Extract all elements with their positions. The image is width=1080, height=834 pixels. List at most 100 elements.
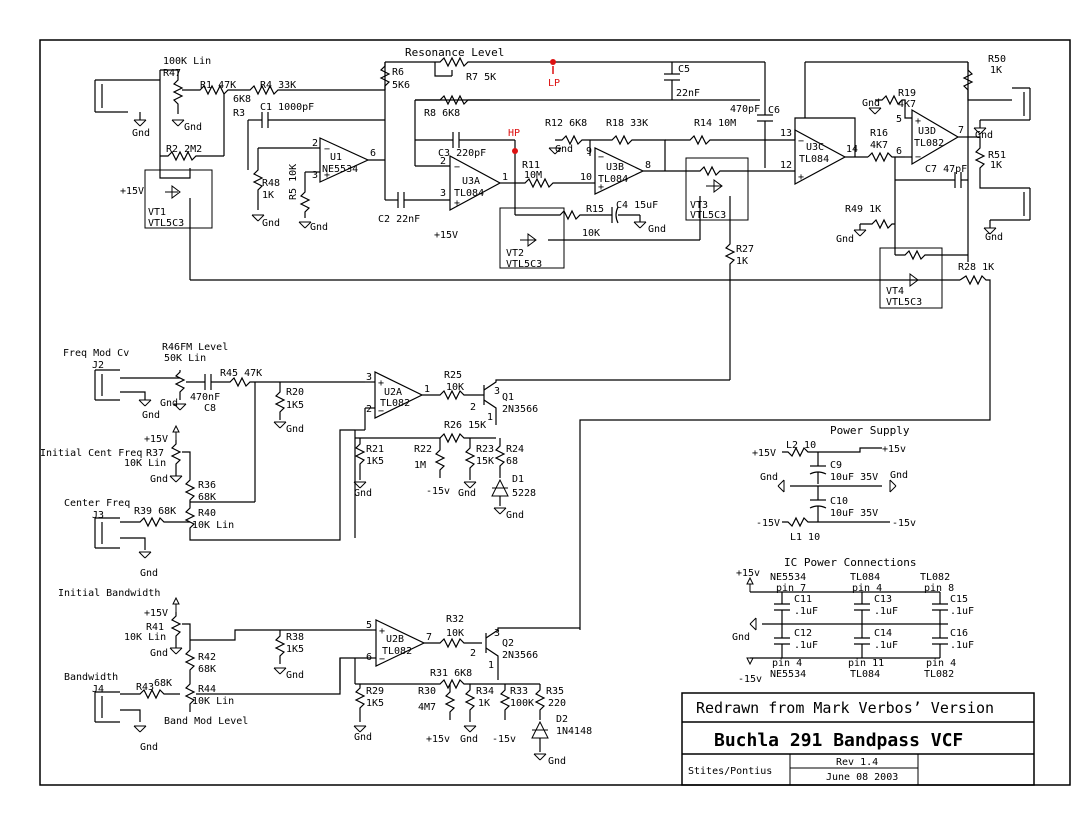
u1-pin3: 3 xyxy=(312,170,318,181)
ic-tl084-b: TL084 xyxy=(850,669,880,680)
r36-ref: R36 xyxy=(198,480,216,491)
u2a-pin3: 3 xyxy=(366,372,372,383)
u3c-opamp xyxy=(794,128,847,186)
gnd-label-20: Gnd xyxy=(140,742,158,753)
r51-ref: R51 xyxy=(988,150,1006,161)
q1-pin3: 3 xyxy=(494,386,500,397)
r15-value: 10K xyxy=(582,228,600,239)
u2b-plus: + xyxy=(379,626,385,637)
r20-value: 1K5 xyxy=(286,400,304,411)
u3d-type: TL082 xyxy=(914,138,944,149)
q2-pin2: 2 xyxy=(470,648,476,659)
r26-label: R26 15K xyxy=(444,420,486,431)
r48-value: 1K xyxy=(262,190,274,201)
gnd-label-5: Gnd xyxy=(555,144,573,155)
u2a-pin2: 2 xyxy=(366,404,372,415)
c14-ref: C14 xyxy=(874,628,892,639)
r33-ref: R33 xyxy=(510,686,528,697)
r40-ref: R40 xyxy=(198,508,216,519)
r6-value: 5K6 xyxy=(392,80,410,91)
r46-value: 50K Lin xyxy=(164,353,206,364)
gnd-label-6: Gnd xyxy=(648,224,666,235)
r50-ref: R50 xyxy=(988,54,1006,65)
ic-tl082: TL082 xyxy=(920,572,950,583)
drawing-frame xyxy=(39,39,1071,786)
r38-value: 1K5 xyxy=(286,644,304,655)
q2-ref: Q2 xyxy=(502,638,514,649)
drawing-date: June 08 2003 xyxy=(826,772,898,783)
r15-ref: R15 xyxy=(586,204,604,215)
gnd-label-2: Gnd xyxy=(184,122,202,133)
r45-label: R45 47K xyxy=(220,368,262,379)
ic-gnd: Gnd xyxy=(732,632,750,643)
gnd-label-22: Gnd xyxy=(354,732,372,743)
r18-label: R18 33K xyxy=(606,118,648,129)
u3a-opamp xyxy=(449,154,502,212)
gnd-label-9: Gnd xyxy=(975,130,993,141)
c11-value: .1uF xyxy=(794,606,818,617)
vt3-ref: VT3 xyxy=(690,200,708,211)
c4-label: C4 15uF xyxy=(616,200,658,211)
r24-value: 68 xyxy=(506,456,518,467)
u1-plus: + xyxy=(324,170,330,181)
u3b-ref: U3B xyxy=(606,162,624,173)
u2b-type: TL082 xyxy=(382,646,412,657)
c3-label: C3 220pF xyxy=(438,148,486,159)
r34-value: 1K xyxy=(478,698,490,709)
r11-value: 10M xyxy=(524,170,542,181)
plus15-vt2: +15V xyxy=(434,230,458,241)
r44-value: 10K Lin xyxy=(192,696,234,707)
u3d-pin6: 6 xyxy=(896,146,902,157)
d1-type: 5228 xyxy=(512,488,536,499)
u1-opamp xyxy=(319,137,370,183)
frequency-control: Freq Mod Cv J2 Gnd R46FM Level 50K Lin G… xyxy=(40,342,730,579)
gnd-label-15: Gnd xyxy=(458,488,476,499)
gnd-label-19: Gnd xyxy=(150,648,168,659)
center-freq-label: Center Freq xyxy=(64,498,130,509)
ic-tl084-pin11: pin 11 xyxy=(848,658,884,669)
ps-plus15-out: +15v xyxy=(882,444,906,455)
u2a-ref: U2A xyxy=(384,387,402,398)
r47-ref: R47 xyxy=(163,68,181,79)
r16-value: 4K7 xyxy=(870,140,888,151)
ps-minus15-out: -15v xyxy=(892,518,916,529)
ic-minus15: -15v xyxy=(738,674,762,685)
r39-label: R39 68K xyxy=(134,506,176,517)
u2b-pin6: 6 xyxy=(366,652,372,663)
vt4-ref: VT4 xyxy=(886,286,904,297)
r20-ref: R20 xyxy=(286,387,304,398)
r2-label: R2 2M2 xyxy=(166,144,202,155)
c5-value: 22nF xyxy=(676,88,700,99)
u3b-type: TL084 xyxy=(598,174,628,185)
r48-ref: R48 xyxy=(262,178,280,189)
c2-label: C2 22nF xyxy=(378,214,420,225)
u3b-minus: − xyxy=(598,152,604,163)
r14-label: R14 10M xyxy=(694,118,736,129)
ic-tl082-b: TL082 xyxy=(924,669,954,680)
r50-value: 1K xyxy=(990,65,1002,76)
c16-value: .1uF xyxy=(950,640,974,651)
u3a-type: TL084 xyxy=(454,188,484,199)
u2a-plus: + xyxy=(378,378,384,389)
r8-label: R8 6K8 xyxy=(424,108,460,119)
r23-value: 15K xyxy=(476,456,494,467)
u3c-ref: U3C xyxy=(806,142,824,153)
ps-plus15-in: +15V xyxy=(752,448,776,459)
gnd-label-23: Gnd xyxy=(460,734,478,745)
u3d-pin7: 7 xyxy=(958,125,964,136)
r49-label: R49 1K xyxy=(845,204,881,215)
c10-ref: C10 xyxy=(830,496,848,507)
ps-gnd-in: Gnd xyxy=(760,472,778,483)
gnd-label-21: Gnd xyxy=(286,670,304,681)
j2-label: J2 xyxy=(92,360,104,371)
r37-value: 10K Lin xyxy=(124,458,166,469)
plus15v-label: +15v xyxy=(426,734,450,745)
u3a-pin3: 3 xyxy=(440,188,446,199)
gnd-label-3: Gnd xyxy=(262,218,280,229)
c6-ref: C6 xyxy=(768,105,780,116)
r5-label: R5 10K xyxy=(288,164,299,200)
u3b-plus: + xyxy=(598,182,604,193)
lp-label: LP xyxy=(548,78,560,89)
lp-node xyxy=(550,59,556,65)
freq-mod-cv-label: Freq Mod Cv xyxy=(63,348,129,359)
